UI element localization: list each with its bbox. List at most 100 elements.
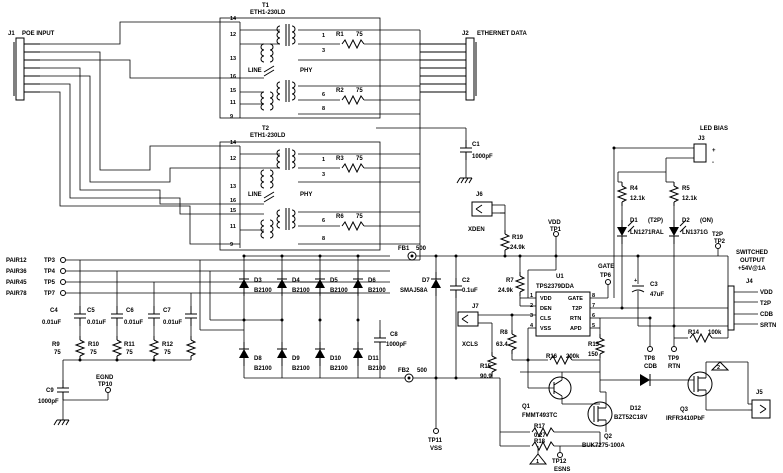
ic-u1: VDD DEN CLS VSS GATE T2P RTN APD 1 2 3 4…	[520, 256, 622, 337]
j1-name: POE INPUT	[22, 31, 55, 37]
d5-part: B2100	[330, 288, 348, 294]
bias-network: C4 0.01uF C5 0.01uF C6 0.01uF C7 0.01uF …	[38, 260, 198, 426]
j3-ref: J3	[698, 136, 705, 142]
r14-value: 100k	[708, 330, 722, 336]
u1-part: TPS2379DDA	[536, 284, 575, 290]
u1-pin-num: 4	[530, 323, 534, 329]
d2-tag: (ON)	[700, 218, 713, 224]
d12-part: BZT52C18V	[614, 415, 647, 421]
r15-ref: R15	[480, 364, 492, 370]
r11-ref: R11	[124, 342, 135, 348]
r7-value: 24.9k	[498, 288, 514, 294]
tp5-label: TP5	[44, 280, 56, 286]
r14-ref: R14	[688, 330, 700, 336]
resistor-r16: R16 200k	[512, 327, 600, 365]
u1-pin-num: 3	[530, 313, 533, 319]
t2p-label: T2P	[712, 232, 723, 238]
t2-phy: PHY	[300, 192, 312, 198]
tp9-label: TP9	[668, 356, 680, 362]
u1-ref: U1	[556, 274, 564, 280]
egnd-label: EGND	[96, 375, 114, 381]
tp1-label: TP1	[550, 227, 562, 233]
t1-ref: T1	[262, 3, 270, 9]
pin-label: 13	[230, 56, 236, 62]
r3-value: 75	[356, 156, 363, 162]
c9-ref: C9	[46, 388, 54, 394]
u1-pin-gate: GATE	[568, 296, 583, 302]
d8-ref: D8	[254, 356, 262, 362]
j7-ref: J7	[472, 304, 479, 310]
r11-value: 75	[126, 350, 133, 356]
led-d1: D1 (T2P) LN1271RAL	[616, 218, 664, 310]
pin-label: 16	[230, 198, 236, 204]
c2-value: 0.1uF	[462, 288, 478, 294]
r12-ref: R12	[162, 342, 174, 348]
d4-ref: D4	[292, 278, 300, 284]
led-d2: D2 (ON) LN1371G	[668, 218, 713, 326]
c8-ref: C8	[390, 332, 398, 338]
u1-pin-num: 6	[592, 313, 595, 319]
esns-label: ESNS	[554, 467, 570, 473]
pin-label: 3	[322, 48, 325, 54]
r19-value: 24.9k	[510, 245, 526, 251]
c9-value: 1000pF	[38, 399, 59, 405]
d8-part: B2100	[254, 366, 272, 372]
d5-ref: D5	[330, 278, 338, 284]
r10-ref: R10	[88, 342, 100, 348]
r13-value: 150	[588, 352, 599, 358]
pin-label: 6	[322, 92, 325, 98]
switched-line2: OUTPUT	[740, 258, 765, 264]
q2-part: BUK7275-100A	[582, 443, 625, 449]
mosfet-q3: 2 Q3 IRFR3410PbF	[666, 361, 749, 422]
u1-pin-num: 2	[530, 303, 533, 309]
c3-ref: C3	[650, 282, 658, 288]
r8-value: 63.4	[496, 342, 508, 348]
resistor-r13: R13 150	[588, 318, 605, 380]
u1-pin-den: DEN	[540, 306, 552, 312]
r1-ref: R1	[336, 32, 344, 38]
tp8-label: TP8	[644, 356, 656, 362]
r4-ref: R4	[630, 186, 638, 192]
j4-pin-vdd: VDD	[760, 290, 773, 296]
q3-ref: Q3	[680, 407, 689, 413]
q1-part: FMMT493TC	[522, 413, 558, 419]
fb2-ref: FB2	[398, 368, 410, 374]
pin-label: 14	[230, 16, 237, 22]
d11-ref: D11	[368, 356, 379, 362]
d10-part: B2100	[330, 366, 348, 372]
j1-wiring	[40, 21, 240, 245]
tp2-label: TP2	[714, 239, 726, 245]
r18-ref: R18	[534, 439, 546, 445]
d6-part: B2100	[368, 288, 386, 294]
resistor-r4: R4 12.1k	[617, 181, 646, 220]
tp10-label: TP10	[98, 382, 113, 388]
tp4-label: TP4	[44, 269, 56, 275]
vdd-label: VDD	[548, 220, 561, 226]
j4-connector: J4 VDD T2P CDB SRTN	[600, 256, 776, 331]
d2-part: LN1371G	[682, 230, 708, 236]
switched-line3: +54V@1A	[738, 266, 766, 272]
u1-pin-num: 1	[530, 293, 533, 299]
vdd-testpoint: VDD TP1	[548, 220, 562, 258]
rtn-label: RTN	[668, 364, 680, 370]
t2-line: LINE	[248, 192, 262, 198]
c5-value: 0.01uF	[87, 320, 106, 326]
pin-label: 9	[230, 114, 233, 120]
r8-ref: R8	[500, 330, 508, 336]
r17-ref: R17	[534, 424, 546, 430]
u1-pin-num: 5	[592, 323, 595, 329]
transformer-t2: T2 ETH1-230LD LINE PHY 14 12 1 3 13 16 1…	[219, 126, 420, 251]
d1-tag: (T2P)	[648, 218, 663, 224]
d9-ref: D9	[292, 356, 300, 362]
pin-label: 12	[230, 156, 236, 162]
c1-value: 1000pF	[472, 154, 493, 160]
d2-ref: D2	[682, 218, 690, 224]
tp3-label: TP3	[44, 258, 56, 264]
d7-part: SMAJ58A	[400, 288, 428, 294]
r9-value: 75	[54, 350, 61, 356]
pin-label: 9	[230, 242, 233, 248]
j7-name: XCLS	[462, 342, 478, 348]
j3-plus: +	[712, 148, 716, 154]
c3-value: 47uF	[650, 292, 664, 298]
pin-label: 1	[322, 157, 325, 163]
